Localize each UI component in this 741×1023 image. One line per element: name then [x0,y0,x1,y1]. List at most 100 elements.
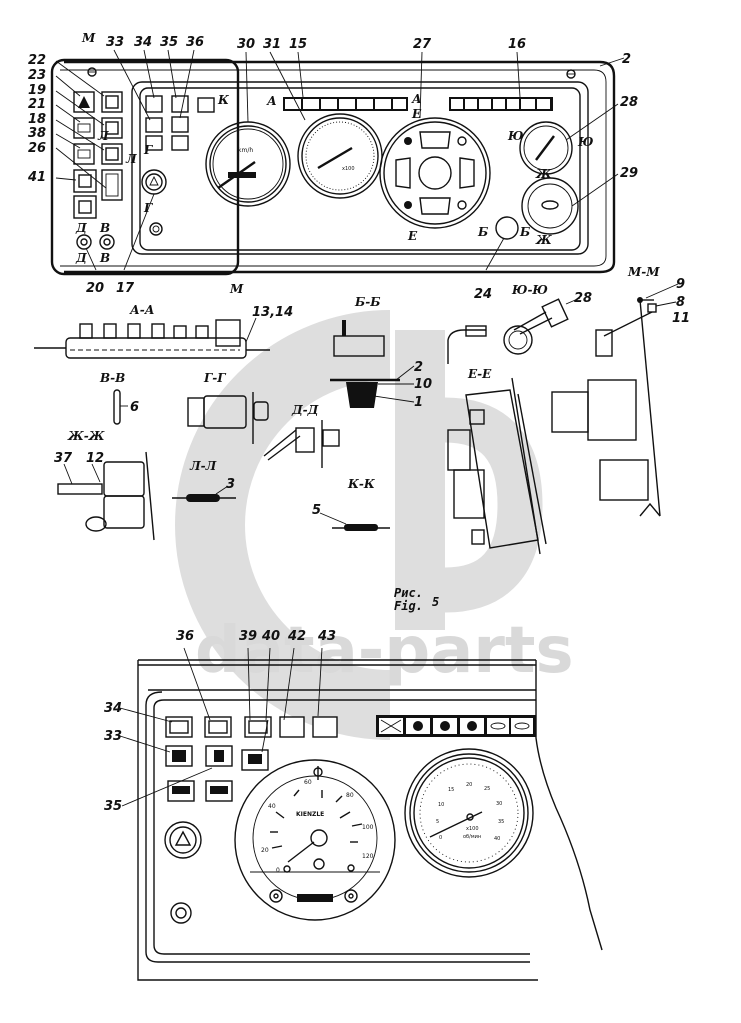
pressure-gauge-28 [519,121,573,175]
svg-text:20: 20 [86,281,104,296]
svg-text:30: 30 [237,37,255,52]
svg-text:28: 28 [574,291,592,306]
svg-text:35: 35 [160,35,178,50]
indicator-strip-15 [283,97,408,111]
svg-text:42: 42 [287,629,306,644]
socket [170,902,192,924]
section-zh-zh: Ж-Ж 37 12 [54,429,155,541]
svg-text:А: А [411,92,422,106]
section-marks: М М А А Е Е Г Г Д Д В В Б Б Ю Ю Ж Ж К Л … [75,31,593,296]
section-b-b: Б-Б 2 10 1 [330,295,432,410]
svg-text:21: 21 [28,97,46,112]
svg-text:41: 41 [27,170,46,185]
figure-caption: Рис. Fig. 5 [394,586,439,613]
svg-text:Д: Д [75,221,87,235]
svg-text:А-А: А-А [129,303,155,317]
indicator-strip-bottom [376,715,536,737]
svg-text:Ю: Ю [577,135,593,149]
section-yu-yu: Ю-Ю 28 [447,283,592,364]
svg-text:Б: Б [477,225,488,239]
svg-text:40: 40 [494,836,500,842]
svg-text:Е-Е: Е-Е [467,367,492,381]
svg-text:15: 15 [448,787,454,793]
svg-text:К: К [217,93,230,107]
svg-text:5: 5 [436,819,439,825]
svg-text:23: 23 [28,68,46,83]
svg-text:12: 12 [86,451,104,466]
svg-text:19: 19 [28,83,46,98]
svg-text:Ж: Ж [535,233,552,247]
svg-text:11: 11 [672,311,690,326]
svg-text:5: 5 [312,503,321,518]
svg-text:Г: Г [143,143,153,157]
svg-text:6: 6 [130,400,139,415]
svg-text:43: 43 [317,629,336,644]
speedometer-brand: KIENZLE [296,811,324,818]
svg-text:39: 39 [239,629,257,644]
section-d-d: Д-Д [263,403,340,468]
svg-text:31: 31 [263,37,281,52]
svg-text:37: 37 [54,451,73,466]
bottom-panel: KIENZLE 0 20 40 60 80 100 120 [104,629,603,981]
tachometer-multiplier: x100 [342,166,355,172]
svg-text:29: 29 [620,166,638,181]
svg-text:33: 33 [106,35,124,50]
svg-text:8: 8 [676,295,685,310]
bottom-callouts: 36 39 40 42 43 34 33 35 [104,629,336,814]
svg-text:36: 36 [186,35,204,50]
svg-text:2: 2 [414,360,423,375]
svg-text:27: 27 [413,37,432,52]
svg-text:10: 10 [438,802,444,808]
svg-text:38: 38 [28,126,46,141]
svg-text:Е: Е [411,107,422,121]
indicator-lamp-24 [495,216,519,240]
svg-text:33: 33 [104,729,122,744]
svg-text:80: 80 [346,792,354,799]
svg-text:20: 20 [466,782,472,788]
svg-text:Д: Д [75,251,87,265]
svg-text:0: 0 [439,835,442,841]
svg-text:1: 1 [414,395,423,410]
svg-text:Ж: Ж [535,167,552,181]
watermark-text: data-parts [195,614,574,688]
callouts-right: 2 28 29 [620,52,638,181]
svg-text:М-М: М-М [627,265,660,279]
section-g-g: Г-Г [187,371,269,444]
svg-text:3: 3 [226,477,235,492]
bottom-tachometer: x100 об/мин 0 5 10 15 20 25 30 35 40 [404,748,534,878]
svg-text:60: 60 [304,779,312,786]
svg-text:А: А [266,94,277,108]
speedometer-gauge: km/h [205,121,291,207]
bottom-callout-leaders [119,647,323,807]
combination-gauge [379,117,491,229]
svg-text:24: 24 [474,287,492,302]
section-k-k: К-К 5 [312,477,390,531]
svg-text:Б-Б: Б-Б [354,295,381,309]
svg-text:22: 22 [28,53,46,68]
svg-text:17: 17 [116,281,135,296]
svg-text:36: 36 [176,629,194,644]
svg-text:В: В [99,221,110,235]
svg-text:13,14: 13,14 [252,305,293,320]
svg-text:В-В: В-В [99,371,125,385]
svg-text:В: В [99,251,110,265]
watermark: data-parts [175,310,574,740]
speedometer-unit: km/h [238,147,253,154]
svg-text:Б: Б [519,225,530,239]
callouts-left: 22 23 19 21 18 38 26 41 [27,53,46,185]
section-e-e: Е-Е [447,367,547,555]
svg-text:10: 10 [414,377,432,392]
section-m-m: М-М 9 8 11 [551,265,690,517]
svg-text:Г: Г [143,201,153,215]
callouts-top: 33 34 35 36 30 31 15 27 16 [106,35,526,52]
svg-text:Ж-Ж: Ж-Ж [67,429,105,443]
svg-text:34: 34 [134,35,152,50]
kienzle-speedometer: KIENZLE 0 20 40 60 80 100 120 [234,759,396,921]
hazard-switch [164,821,202,859]
callouts-bottom: 20 17 24 [86,281,492,302]
section-l-l: Л-Л 3 [172,459,236,502]
svg-text:40: 40 [268,803,276,810]
svg-text:100: 100 [362,824,374,831]
svg-text:40: 40 [261,629,280,644]
